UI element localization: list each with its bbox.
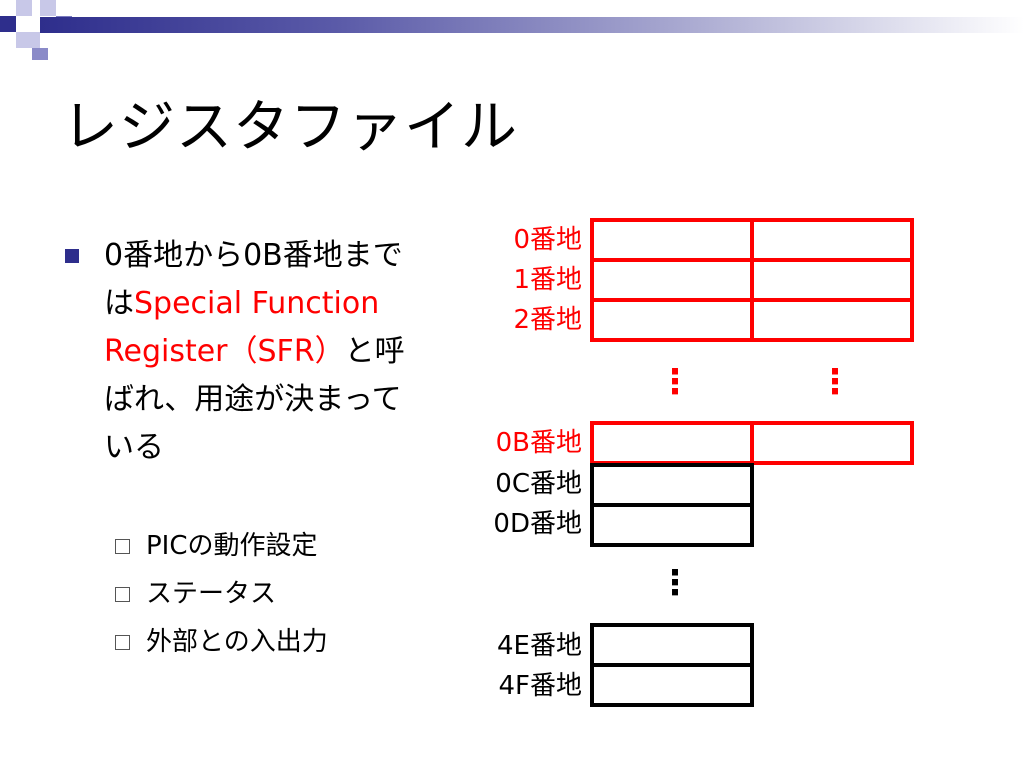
sfr-cell — [750, 298, 914, 342]
sfr-cell — [590, 298, 754, 342]
address-label-0: 0番地 — [513, 225, 582, 255]
address-label-4f: 4F番地 — [498, 671, 583, 701]
bullet-text-1: 0番地から0B番地までは — [104, 238, 403, 321]
sub-bullet-list: PICの動作設定 ステータス 外部との入出力 — [112, 526, 328, 670]
sub-bullet: ステータス — [112, 574, 328, 622]
hollow-square-bullet-icon — [115, 539, 130, 554]
address-label-0d: 0D番地 — [493, 509, 582, 539]
address-label-0c: 0C番地 — [495, 469, 582, 499]
hollow-square-bullet-icon — [115, 635, 130, 650]
sfr-cell — [750, 218, 914, 262]
bullet-list: 0番地から0B番地まではSpecial Function Register（SF… — [62, 232, 422, 472]
sfr-cell — [590, 258, 754, 302]
sfr-cell — [590, 218, 754, 262]
gpr-cell — [590, 663, 754, 707]
gpr-cell — [590, 463, 754, 507]
address-label-1: 1番地 — [513, 265, 582, 295]
slide-title: レジスタファイル — [62, 95, 518, 160]
ellipsis-vertical-icon: ⋮ — [658, 362, 692, 402]
header-gradient-bar — [40, 17, 1024, 33]
address-label-4e: 4E番地 — [497, 631, 582, 661]
ellipsis-vertical-icon: ⋮ — [818, 362, 852, 402]
sub-bullet-text: 外部との入出力 — [146, 627, 328, 657]
bullet-text-sfr: Special Function Register（SFR） — [104, 286, 380, 369]
gpr-cell — [590, 503, 754, 547]
address-label-2: 2番地 — [513, 305, 582, 335]
hollow-square-bullet-icon — [115, 587, 130, 602]
gpr-cell — [590, 623, 754, 667]
sfr-cell — [590, 421, 754, 465]
sfr-cell — [750, 258, 914, 302]
sfr-cell — [750, 421, 914, 465]
sub-bullet: 外部との入出力 — [112, 622, 328, 670]
sub-bullet: PICの動作設定 — [112, 526, 328, 574]
main-bullet: 0番地から0B番地まではSpecial Function Register（SF… — [62, 232, 422, 472]
ellipsis-vertical-icon: ⋮ — [658, 563, 692, 603]
square-bullet-icon — [65, 249, 79, 263]
bullet-text-3: と呼ばれ、用途が決まっている — [104, 334, 405, 465]
address-label-0b: 0B番地 — [495, 428, 582, 458]
sub-bullet-text: PICの動作設定 — [146, 531, 318, 561]
sub-bullet-text: ステータス — [146, 579, 277, 609]
